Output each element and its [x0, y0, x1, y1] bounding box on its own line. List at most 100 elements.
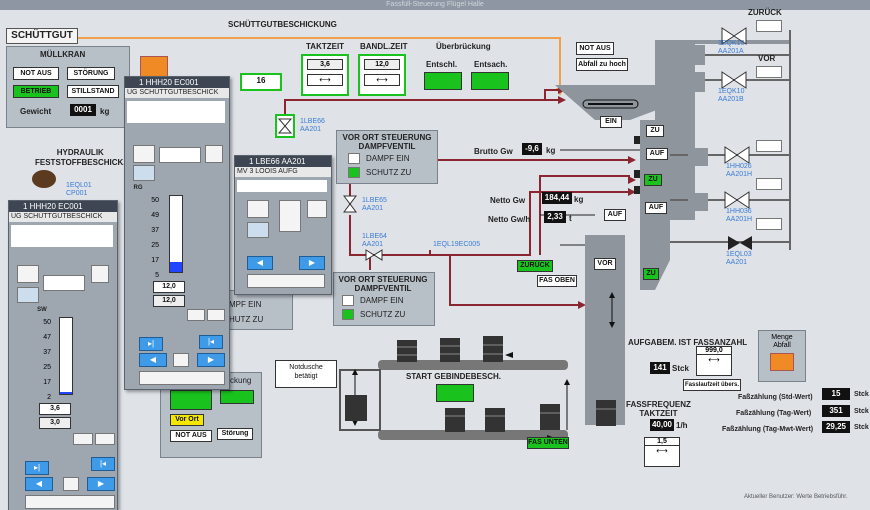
faceplate-hhh20-a-up-right[interactable]: |◂: [199, 335, 223, 349]
faceplate-hhh20-a-stop[interactable]: [173, 353, 189, 367]
faceplate-lbe66-eye[interactable]: [247, 222, 269, 238]
faceplate-lbe66[interactable]: 1 LBE66 AA201 MV 3 LOOIS AUFG ◀ ▶: [234, 155, 332, 295]
faceplate-hhh20-a[interactable]: 1 HHH20 EC001 UG SCHÜTTGUTBESCHICK RG 50…: [124, 76, 230, 390]
faceplate-hhh20-a-toolbar[interactable]: [127, 101, 225, 123]
faceplate-hhh20-b-tool[interactable]: [17, 265, 39, 283]
valve-control-3[interactable]: [756, 140, 782, 152]
faceplate-hhh20-b[interactable]: 1 HHH20 EC001 UG SCHÜTTGUTBESCHICK SW 50…: [8, 200, 118, 510]
faceplate-lbe66-left-button[interactable]: ◀: [247, 256, 273, 270]
menge-abfall-icon: [770, 353, 794, 371]
counter-16[interactable]: 16: [240, 73, 282, 91]
fasslaufzeit-indicator: Fasslaufzeit übers.: [683, 379, 741, 391]
entsach-button[interactable]: [471, 72, 509, 90]
aufgabem-unit: Stck: [672, 364, 689, 373]
hydraulik-line1: HYDRAULIK: [56, 148, 104, 157]
hydraulik-tag: 1EQL01 CP001: [66, 182, 92, 197]
faceplate-hhh20-b-slider[interactable]: [59, 317, 73, 395]
fassanzahl-input[interactable]: 999,0 ⟷: [696, 346, 732, 376]
faceplate-hhh20-b-title[interactable]: 1 HHH20 EC001: [9, 201, 117, 212]
fp-a-tick-2: 37: [151, 227, 159, 234]
vor-small-indicator: VOR: [594, 258, 616, 270]
taktzeit-display[interactable]: 3,6 ⟷: [301, 54, 349, 96]
faceplate-lbe66-right-button[interactable]: ▶: [299, 256, 325, 270]
faceplate-hhh20-a-eye[interactable]: [133, 165, 155, 181]
zurueck-button[interactable]: [756, 20, 782, 32]
faceplate-hhh20-b-up-left[interactable]: ▸|: [25, 461, 49, 475]
valve-right-1-tag: 1EQK10 AA201A: [718, 40, 745, 55]
bandlzeit-display[interactable]: 12,0 ⟷: [358, 54, 406, 96]
faceplate-hhh20-b-enter[interactable]: [25, 495, 115, 509]
faceplate-lbe66-title[interactable]: 1 LBE66 AA201: [235, 156, 331, 167]
vor-ort-2-title: VOR ORT STEUERUNG DAMPFVENTIL: [338, 275, 428, 293]
faszaehlung-tag-label: Faßzählung (Tag-Wert): [736, 410, 812, 417]
netto-h-value: 2,33: [544, 211, 566, 223]
fassanzahl-value: 999,0: [697, 347, 731, 355]
faszaehlung-mwt-unit: Stck: [854, 424, 869, 431]
faceplate-hhh20-a-up-left[interactable]: ▸|: [139, 337, 163, 351]
faceplate-hhh20-a-btn-y[interactable]: [207, 309, 225, 321]
fp-a-tick-1: 49: [151, 212, 159, 219]
menge-abfall-label: Menge Abfall: [771, 334, 793, 349]
takt-input[interactable]: 1,5 ⟷: [644, 437, 680, 467]
vor-ort-1-title: VOR ORT STEUERUNG DAMPFVENTIL: [342, 133, 432, 151]
fassfrequenz-unit: 1/h: [676, 421, 688, 430]
vor-button[interactable]: [756, 66, 782, 78]
faceplate-hhh20-a-tool[interactable]: [133, 145, 155, 163]
faceplate-lbe66-enter[interactable]: [247, 274, 325, 288]
faceplate-hhh20-b-value1[interactable]: 3,6: [39, 403, 71, 415]
faceplate-hhh20-b-subtitle: UG SCHÜTTGUTBESCHICK: [9, 212, 117, 222]
netto-unit: kg: [574, 195, 584, 204]
entschl-button[interactable]: [424, 72, 462, 90]
faceplate-hhh20-b-eye[interactable]: [17, 287, 39, 303]
fp-b-tick-4: 17: [43, 379, 51, 386]
faceplate-hhh20-b-stop[interactable]: [63, 477, 79, 491]
zu-indicator-3: ZU: [643, 268, 659, 280]
bandlzeit-value: 12,0: [364, 59, 400, 70]
faszaehlung-std-label: Faßzählung (Std-Wert): [738, 394, 813, 401]
faceplate-hhh20-b-direction[interactable]: [43, 275, 85, 291]
dampf-ein-1-label: DAMPF EIN: [366, 154, 410, 163]
faceplate-hhh20-b-value2: 3,0: [39, 417, 71, 429]
faceplate-hhh20-a-close[interactable]: [205, 145, 223, 163]
dampf-ein-1-check[interactable]: [348, 153, 360, 164]
faceplate-lbe66-toolbar[interactable]: [237, 180, 327, 192]
hydraulik-pump-icon[interactable]: [32, 170, 56, 188]
faceplate-hhh20-b-toolbar[interactable]: [11, 225, 113, 247]
faceplate-hhh20-a-btn-x[interactable]: [187, 309, 205, 321]
fp-a-tick-4: 17: [151, 257, 159, 264]
valve-right-4-tag: 1HH036 AA201H: [726, 208, 753, 223]
bottom-slider-button[interactable]: [220, 390, 254, 404]
bottom-green-button[interactable]: [170, 390, 212, 410]
faceplate-hhh20-a-direction[interactable]: [159, 147, 201, 163]
faceplate-hhh20-a-enter[interactable]: [139, 371, 225, 385]
stoerung-bottom-indicator: Störung: [217, 428, 253, 440]
faceplate-hhh20-b-scale-label: SW: [37, 307, 47, 313]
faceplate-hhh20-a-slider[interactable]: [169, 195, 183, 273]
dampf-ein-2-check[interactable]: [342, 295, 354, 306]
faceplate-hhh20-a-title[interactable]: 1 HHH20 EC001: [125, 77, 229, 88]
schutz-zu-1-check[interactable]: [348, 167, 360, 178]
vor-label: VOR: [758, 54, 776, 63]
faceplate-hhh20-b-left[interactable]: ◀: [25, 477, 53, 491]
faceplate-hhh20-b-close[interactable]: [91, 265, 109, 283]
valve-control-4[interactable]: [756, 178, 782, 190]
faceplate-hhh20-a-value1[interactable]: 12,0: [153, 281, 185, 293]
schutz-zu-2-check[interactable]: [342, 309, 354, 320]
valve-control-5[interactable]: [756, 218, 782, 230]
faceplate-hhh20-a-left[interactable]: ◀: [139, 353, 167, 367]
valve-lbe64-tag: 1LBE64 AA201: [362, 233, 387, 248]
faceplate-lbe66-close[interactable]: [307, 200, 327, 218]
faceplate-hhh20-a-right[interactable]: ▶: [197, 353, 225, 367]
vor-ort-panel-hidden: [225, 290, 293, 330]
schuettgut-title: SCHÜTTGUT: [6, 28, 78, 44]
faceplate-hhh20-b-right[interactable]: ▶: [87, 477, 115, 491]
faceplate-hhh20-b-btn-x[interactable]: [73, 433, 93, 445]
faceplate-hhh20-b-up-right[interactable]: |◂: [91, 457, 115, 471]
menge-abfall-panel[interactable]: Menge Abfall: [758, 330, 806, 382]
faceplate-hhh20-b-btn-y[interactable]: [95, 433, 115, 445]
start-gebinde-button[interactable]: [436, 384, 474, 402]
faceplate-lbe66-valve[interactable]: [279, 200, 301, 232]
ueberbrueckung-label: Überbrückung: [436, 42, 491, 51]
auf-indicator-2: AUF: [645, 202, 667, 214]
faceplate-lbe66-tool[interactable]: [247, 200, 269, 218]
